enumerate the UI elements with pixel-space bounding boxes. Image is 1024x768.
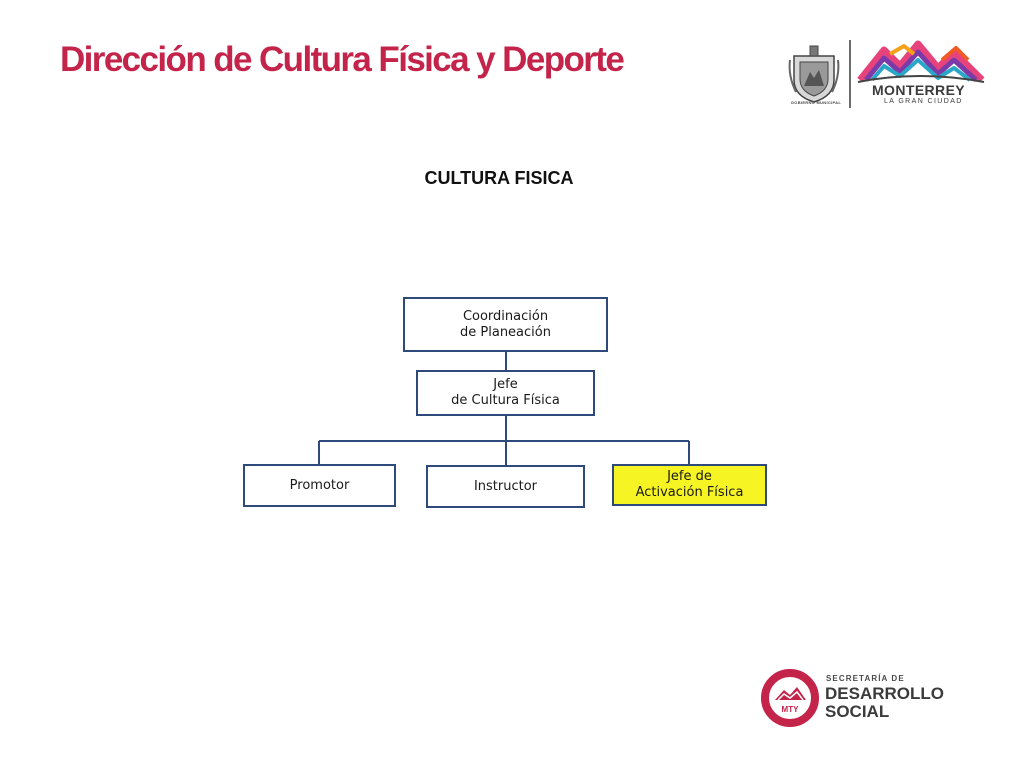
desarrollo-social-badge: MTY	[761, 669, 819, 727]
desarrollo-label: DESARROLLO	[825, 684, 944, 703]
node-promotor: Promotor	[243, 464, 396, 507]
seal-caption: GOBIERNO MUNICIPAL	[790, 100, 842, 105]
node-instructor: Instructor	[426, 465, 585, 508]
node-jefe-activacion-fisica: Jefe de Activación Física	[612, 464, 767, 506]
monterrey-mountains-logo	[857, 40, 985, 83]
secretaria-label: SECRETARÍA DE	[826, 674, 905, 683]
node-jefe-cultura-fisica: Jefe de Cultura Física	[416, 370, 595, 416]
monterrey-tagline: LA GRAN CIUDAD	[884, 98, 963, 105]
badge-text: MTY	[782, 705, 800, 714]
section-title: CULTURA FISICA	[424, 168, 574, 188]
municipal-seal-logo	[788, 45, 840, 103]
monterrey-wordmark: MONTERREY	[872, 82, 966, 98]
node-coordinacion-planeacion: Coordinación de Planeación	[403, 297, 608, 352]
page-title: Dirección de Cultura Física y Deporte	[60, 40, 625, 79]
social-label: SOCIAL	[825, 702, 890, 721]
logo-divider	[849, 40, 851, 108]
